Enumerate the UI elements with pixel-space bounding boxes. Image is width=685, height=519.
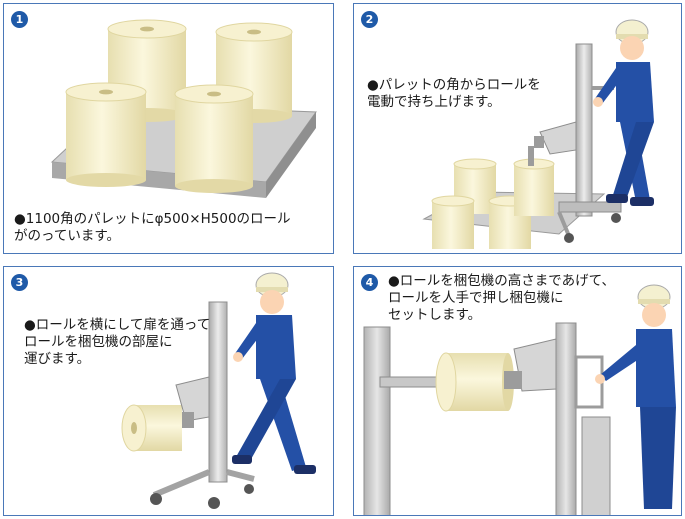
step-caption: ●ロールを横にして扉を通って ロールを梱包機の部屋に 運びます。 bbox=[24, 317, 211, 367]
setting-roll-illustration bbox=[363, 284, 676, 515]
step-panel-4: 4 ●ロールを梱包機の高さまであげて、 ロールを人手で押し梱包機に セットします… bbox=[353, 266, 682, 516]
step-caption: ●パレットの角からロールを 電動で持ち上げます。 bbox=[367, 77, 541, 110]
worker bbox=[593, 19, 654, 206]
step-number-badge: 4 bbox=[361, 274, 378, 291]
roll bbox=[121, 404, 182, 452]
lifting-roll-illustration bbox=[422, 19, 654, 249]
step-caption: ●ロールを梱包機の高さまであげて、 ロールを人手で押し梱包機に セットします。 bbox=[388, 273, 615, 323]
roll bbox=[435, 352, 514, 412]
step-panel-2: 2 ●パレットの角からロールを 電動で持ち上げます。 bbox=[353, 3, 682, 254]
pallet-rolls-illustration bbox=[50, 19, 317, 198]
roll-lifter bbox=[504, 322, 611, 515]
worker bbox=[595, 284, 676, 509]
carrying-roll-illustration bbox=[121, 272, 316, 509]
roll bbox=[174, 84, 254, 193]
step-panel-3: 3 ●ロールを横にして扉を通って ロールを梱包機の部屋に 運びます。 bbox=[3, 266, 334, 516]
roll bbox=[431, 195, 475, 249]
roll-lifter bbox=[150, 301, 255, 509]
step-panel-1: 1 ●1100角のパレットにφ500×H500のロール がのっています。 bbox=[3, 3, 334, 254]
worker bbox=[232, 272, 316, 474]
packing-machine bbox=[363, 326, 471, 515]
roll bbox=[65, 82, 147, 187]
step-number-badge: 1 bbox=[11, 11, 28, 28]
step-caption: ●1100角のパレットにφ500×H500のロール がのっています。 bbox=[14, 211, 291, 244]
step-number-badge: 2 bbox=[361, 11, 378, 28]
roll-lifter bbox=[528, 43, 622, 243]
roll bbox=[513, 158, 555, 216]
step-number-badge: 3 bbox=[11, 274, 28, 291]
